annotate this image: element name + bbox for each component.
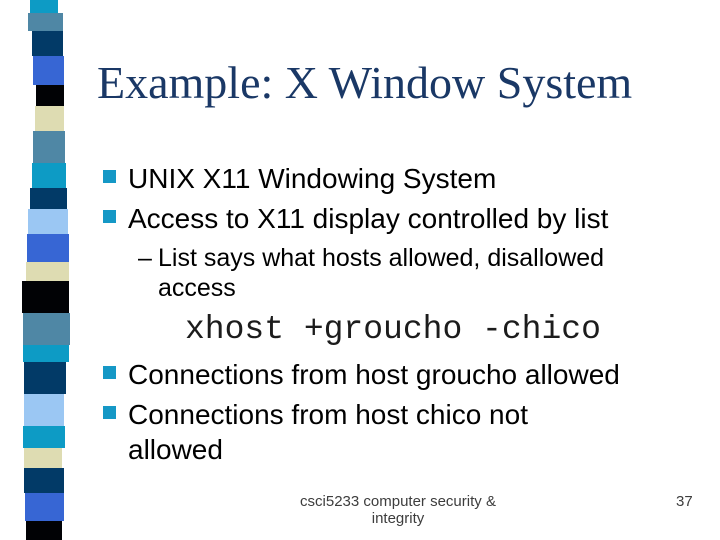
bullet-text: Connections from host groucho allowed <box>128 359 620 390</box>
footer-text: csci5233 computer security & integrity <box>300 493 496 527</box>
page-title: Example: X Window System <box>97 57 633 108</box>
bullet-item: Connections from host groucho allowed <box>103 357 710 392</box>
bullet-text: Connections from host chico not allowed <box>128 399 528 465</box>
page-number: 37 <box>676 493 693 510</box>
bullet-item: UNIX X11 Windowing System <box>103 161 710 196</box>
bullet-text: UNIX X11 Windowing System <box>128 163 497 194</box>
sub-bullet-text: List says what hosts allowed, disallowed… <box>158 244 605 302</box>
bullet-square-icon <box>103 210 116 223</box>
dash-bullet-icon: – <box>138 244 152 272</box>
bullet-item: Connections from host chico not allowed <box>103 397 710 467</box>
bullet-square-icon <box>103 406 116 419</box>
bullet-square-icon <box>103 170 116 183</box>
decorative-ribbon <box>22 0 70 540</box>
bullet-item: Access to X11 display controlled by list <box>103 201 710 236</box>
sub-bullet-item: – List says what hosts allowed, disallow… <box>138 243 658 303</box>
bullet-text: Access to X11 display controlled by list <box>128 203 609 234</box>
bullet-square-icon <box>103 366 116 379</box>
code-line: xhost +groucho -chico <box>185 311 601 348</box>
